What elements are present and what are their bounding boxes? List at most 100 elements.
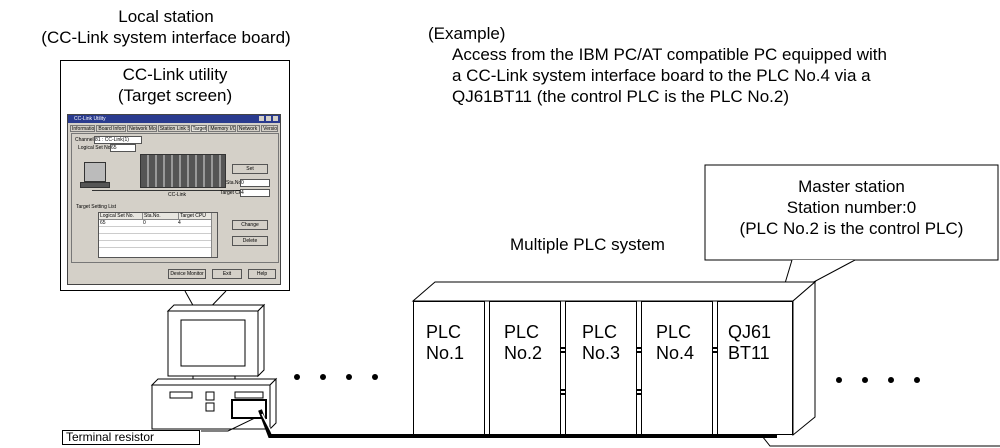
target-cpu-select[interactable]: 4 — [240, 189, 270, 197]
target-screen-window: CC-Link Utility Information Board Inform… — [67, 114, 281, 285]
logical-set-label: Logical Set No. — [78, 145, 112, 151]
sta-no-label: Sta.No. — [226, 180, 243, 186]
channel-label: Channel — [75, 137, 94, 143]
list-header-cpu[interactable]: Target CPU — [180, 213, 206, 219]
ellipsis-dot — [914, 377, 920, 383]
delete-button[interactable]: Delete — [232, 236, 268, 246]
pc-keyboard-icon — [80, 182, 110, 188]
exit-button[interactable]: Exit — [212, 269, 242, 279]
utility-title: CC-Link utility (Target screen) — [61, 64, 289, 106]
master-callout-line2: Station number:0 — [786, 198, 917, 217]
terminal-resistor-pointer-left — [201, 417, 256, 432]
multiple-plc-label: Multiple PLC system — [510, 235, 665, 254]
plc-slot-2 — [489, 301, 561, 435]
ellipsis-dot — [294, 374, 300, 380]
tab-version[interactable]: Version — [261, 125, 278, 132]
target-cpu-label: Target CPU — [220, 190, 246, 196]
pc-icon — [84, 162, 106, 182]
plc-slot-qj61bt11-label: QJ61 BT11 — [728, 322, 771, 364]
window-maximize-icon[interactable] — [266, 116, 271, 121]
target-setting-list: Logical Set No. Sta.No. Target CPU 65 0 … — [98, 212, 218, 258]
utility-title-line1: CC-Link utility — [122, 65, 228, 84]
plc-slot-1-line2: No.1 — [426, 343, 465, 363]
list-scrollbar[interactable] — [211, 213, 217, 257]
ellipsis-dot — [346, 374, 352, 380]
plc-slot-4-label: PLC No.4 — [656, 322, 694, 364]
plc-slot-1-line1: PLC — [426, 322, 462, 342]
change-button[interactable]: Change — [232, 220, 268, 230]
channel-select[interactable]: 81 : CC-Link(1) — [94, 136, 142, 144]
example-heading: (Example) — [428, 24, 506, 43]
ellipsis-dot — [888, 377, 894, 383]
master-callout-box — [704, 164, 999, 261]
plc-slot-1 — [413, 301, 485, 435]
tab-target[interactable]: Target — [190, 125, 208, 132]
logical-set-select[interactable]: 65 — [110, 144, 136, 152]
tab-memory-io-test[interactable]: Memory I/O Test — [208, 125, 236, 132]
tab-row: Information Board Information Network Mo… — [70, 125, 278, 132]
list-row[interactable]: 65 0 4 — [99, 220, 217, 227]
pc-base-unit — [150, 377, 278, 431]
local-station-line2: (CC-Link system interface board) — [41, 28, 291, 47]
plc-slot-qj61bt11 — [717, 301, 793, 435]
master-callout-line1: Master station — [798, 177, 905, 196]
plc-slot-2-line2: No.2 — [504, 343, 543, 363]
ellipsis-dot — [372, 374, 378, 380]
plc-slot-3 — [565, 301, 637, 435]
target-setting-list-label: Target Setting List — [76, 204, 117, 210]
window-close-icon[interactable] — [273, 116, 278, 121]
list-header-sta[interactable]: Sta.No. — [143, 213, 179, 219]
plc-slot-4-line2: No.4 — [656, 343, 695, 363]
ellipsis-dot — [320, 374, 326, 380]
example-line2: a CC-Link system interface board to the … — [452, 66, 871, 85]
tab-board-information[interactable]: Board Information — [96, 125, 127, 132]
plc-base-side — [792, 280, 816, 437]
terminal-resistor-label: Terminal resistor — [62, 430, 200, 445]
master-callout-text: Master station Station number:0 (PLC No.… — [706, 176, 997, 239]
utility-title-line2: (Target screen) — [117, 86, 233, 105]
device-monitor-button[interactable]: Device Monitor — [168, 269, 206, 279]
pc-monitor — [166, 303, 266, 382]
window-title: CC-Link Utility — [74, 116, 106, 122]
target-panel: Channel 81 : CC-Link(1) Logical Set No. … — [71, 133, 279, 263]
help-button[interactable]: Help — [248, 269, 276, 279]
local-station-title: Local station (CC-Link system interface … — [0, 6, 332, 48]
plc-rack-icon — [140, 154, 226, 188]
set-button[interactable]: Set — [232, 164, 268, 174]
tab-network-monitor[interactable]: Network Monitor — [127, 125, 157, 132]
list-cell-logical: 65 — [100, 220, 106, 226]
plc-slot-4 — [641, 301, 713, 435]
sta-no-select[interactable]: 0 — [240, 179, 270, 187]
plc-slot-3-label: PLC No.3 — [582, 322, 620, 364]
ellipsis-dot — [836, 377, 842, 383]
utility-panel: CC-Link utility (Target screen) CC-Link … — [60, 60, 290, 291]
list-cell-sta: 0 — [143, 220, 146, 226]
tab-information[interactable]: Information — [70, 125, 96, 132]
plc-slot-4-line1: PLC — [656, 322, 692, 342]
example-block: (Example) Access from the IBM PC/AT comp… — [428, 23, 998, 107]
tab-network-test[interactable]: Network Test — [236, 125, 261, 132]
plc-slot-1-label: PLC No.1 — [426, 322, 464, 364]
plc-slot-3-line1: PLC — [582, 322, 618, 342]
plc-slot-qj61bt11-line2: BT11 — [728, 343, 770, 363]
plc-base-top — [411, 281, 817, 302]
list-header-row: Logical Set No. Sta.No. Target CPU — [99, 213, 217, 220]
ellipsis-dot — [862, 377, 868, 383]
cclink-network-line — [92, 190, 242, 191]
window-titlebar: CC-Link Utility — [68, 115, 280, 123]
example-line1: Access from the IBM PC/AT compatible PC … — [452, 45, 887, 64]
plc-slot-2-line1: PLC — [504, 322, 540, 342]
list-empty-row — [99, 234, 217, 241]
list-header-logical[interactable]: Logical Set No. — [99, 213, 143, 219]
list-empty-row — [99, 241, 217, 248]
plc-slot-qj61bt11-line1: QJ61 — [728, 322, 772, 342]
list-cell-cpu: 4 — [178, 220, 181, 226]
plc-slot-2-label: PLC No.2 — [504, 322, 542, 364]
list-empty-row — [99, 227, 217, 234]
plc-slot-3-line2: No.3 — [582, 343, 621, 363]
window-minimize-icon[interactable] — [259, 116, 264, 121]
cclink-label: CC-Link — [168, 192, 187, 198]
example-line3: QJ61BT11 (the control PLC is the PLC No.… — [452, 87, 790, 106]
tab-station-link-status[interactable]: Station Link Status — [157, 125, 190, 132]
